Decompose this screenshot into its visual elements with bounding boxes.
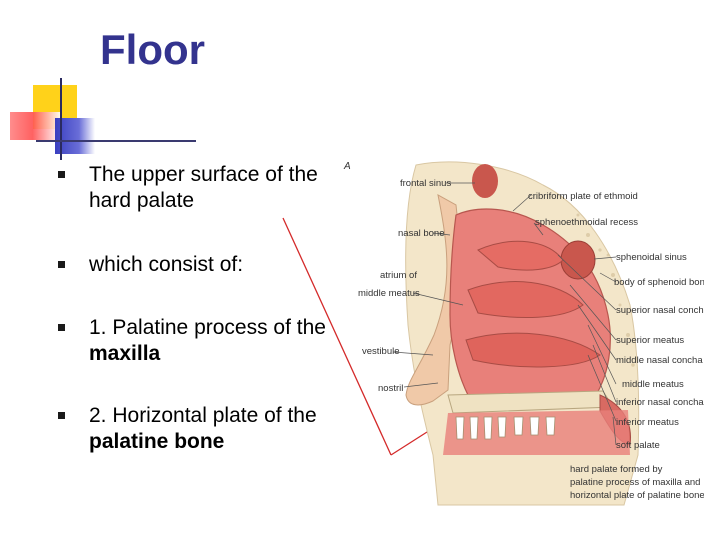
label-middle-nasal-concha: middle nasal concha (616, 355, 703, 366)
bullet-marker (58, 261, 65, 268)
inferior-concha-shape (465, 332, 601, 368)
bullet-marker (58, 412, 65, 419)
bullet-prefix: 2. Horizontal plate of the (89, 404, 317, 427)
label-sphenoidal-sinus: sphenoidal sinus (616, 252, 687, 263)
label-superior-meatus: superior meatus (616, 335, 684, 346)
label-superior-nasal-concha: superior nasal concha (616, 305, 704, 316)
label-cribriform-plate: cribriform plate of ethmoid (528, 191, 638, 202)
frontal-sinus-shape (472, 164, 498, 198)
label-nasal-bone: nasal bone (398, 228, 444, 239)
slide-title: Floor (100, 26, 205, 73)
bone-speckles (576, 213, 635, 367)
label-inferior-nasal-concha: inferior nasal concha (616, 397, 704, 408)
label-inferior-meatus: inferior meatus (616, 417, 679, 428)
label-hard-palate-1: hard palate formed by (570, 464, 663, 475)
label-atrium-1: atrium of (380, 270, 417, 281)
bullet-text: 2. Horizontal plate of the palatine bone (89, 403, 359, 455)
bullet-marker (58, 171, 65, 178)
label-soft-palate: soft palate (616, 440, 660, 451)
bullet-text: which consist of: (89, 253, 244, 276)
label-sphenoethmoidal-recess: sphenoethmoidal recess (535, 217, 638, 228)
bullet-text: 1. Palatine process of the maxilla (89, 315, 359, 367)
bullet-marker (58, 324, 65, 331)
sphenoidal-sinus-shape (560, 240, 596, 280)
label-body-sphenoid: body of sphenoid bone (614, 277, 704, 288)
pointer-line-upper (282, 217, 392, 456)
nasal-cavity-figure: A frontal sinus cribriform plate of ethm… (343, 161, 704, 506)
middle-concha-shape (467, 281, 584, 318)
bullet-bold-term: maxilla (89, 342, 161, 365)
bullet-bold-term: palatine bone (89, 430, 225, 453)
label-vestibule: vestibule (362, 346, 400, 357)
label-nostril: nostril (378, 383, 403, 394)
decorative-horizontal-line (36, 140, 196, 142)
label-frontal-sinus: frontal sinus (400, 178, 451, 189)
decorative-red-bar (10, 112, 60, 140)
decorative-vertical-line (60, 78, 62, 160)
bullet-text: The upper surface of the hard palate (89, 163, 318, 212)
label-atrium-2: middle meatus (358, 288, 420, 299)
panel-letter: A (343, 161, 351, 172)
bullet-prefix: 1. Palatine process of the (89, 316, 326, 339)
teeth (455, 416, 556, 440)
label-middle-meatus: middle meatus (622, 379, 684, 390)
label-hard-palate-3: horizontal plate of palatine bone (570, 490, 704, 501)
leader-lines (392, 182, 617, 446)
label-hard-palate-2: palatine process of maxilla and (570, 477, 700, 488)
